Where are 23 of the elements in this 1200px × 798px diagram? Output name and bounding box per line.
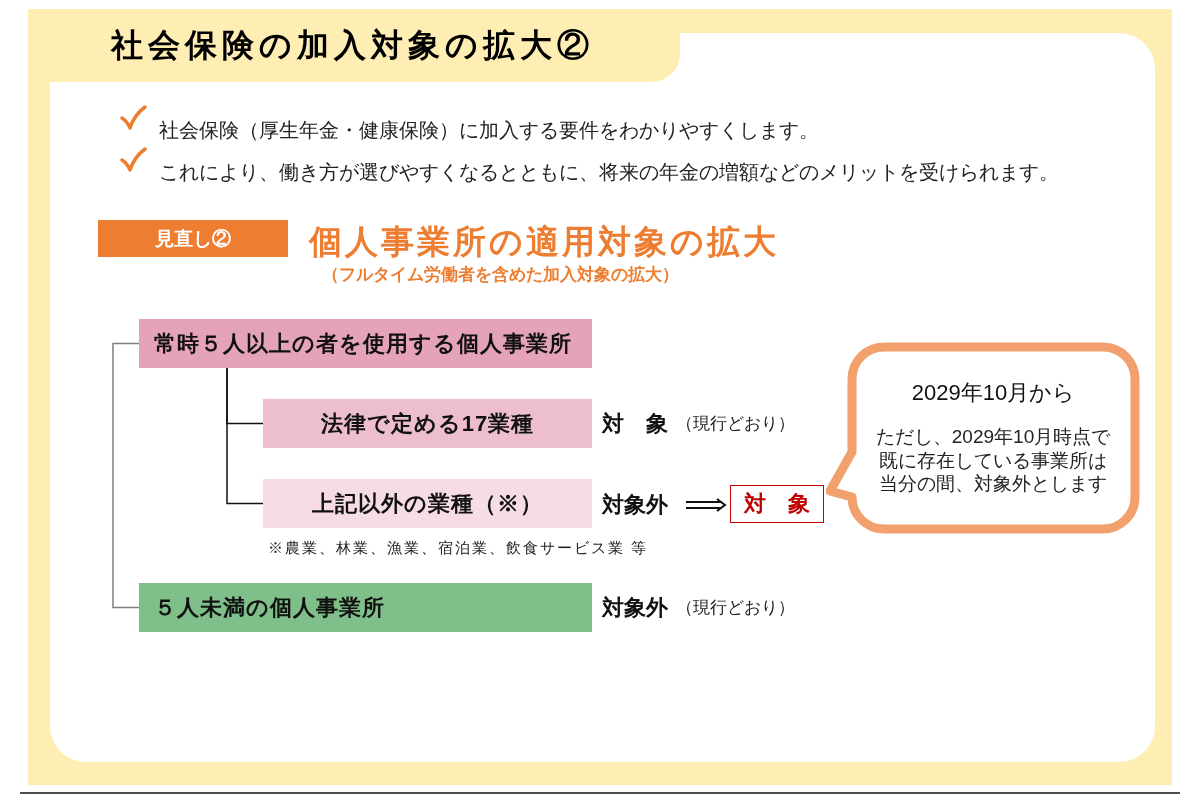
title: 社会保険の加入対象の拡大② — [111, 26, 594, 65]
category-box: 常時５人以上の者を使用する個人事業所 — [139, 319, 592, 368]
connector-line — [112, 342, 140, 609]
category-box: ５人未満の個人事業所 — [139, 583, 592, 632]
bubble-text: ただし、2029年10月時点で既に存在している事業所は当分の間、対象外とします — [874, 425, 1112, 496]
bullet-text: これにより、働き方が選びやすくなるとともに、将来の年金の増額などのメリットを受けられます。 — [159, 160, 1059, 185]
section-heading: 個人事業所の適用対象の拡大 — [309, 222, 779, 262]
status-box: 対 象 — [730, 485, 824, 523]
section-subheading: （フルタイム労働者を含めた加入対象の拡大） — [322, 264, 679, 286]
category-box: 上記以外の業種（※） — [263, 479, 592, 528]
speech-bubble — [826, 342, 1140, 534]
footnote-text: ※農業、林業、漁業、宿泊業、飲食サービス業 等 — [268, 538, 649, 558]
section-tag: 見直し② — [98, 220, 288, 257]
status-note: （現行どおり） — [676, 597, 795, 619]
status-note: （現行どおり） — [676, 413, 795, 435]
status-text: 対 象 — [602, 409, 668, 438]
status-text: 対象外 — [602, 490, 668, 520]
category-box: 法律で定める17業種 — [263, 399, 592, 448]
bullet-text: 社会保険（厚生年金・健康保険）に加入する要件をわかりやすくします。 — [159, 118, 819, 143]
double-arrow — [685, 498, 726, 512]
connector-line — [226, 367, 264, 505]
bubble-heading: 2029年10月から — [910, 379, 1077, 407]
status-text: 対象外 — [602, 593, 668, 622]
